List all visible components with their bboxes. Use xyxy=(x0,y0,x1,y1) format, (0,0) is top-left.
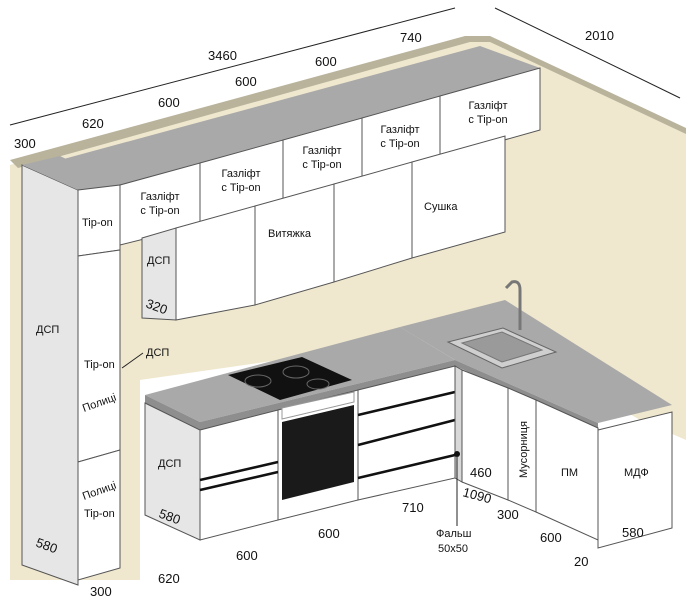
label-dishwasher: ПМ xyxy=(561,467,578,479)
dim-base-depth-left: 580 xyxy=(157,506,183,528)
label-trash: Мусорниця xyxy=(518,421,530,478)
label-dsp-upper: ДСП xyxy=(147,255,170,267)
corner-cabinet[interactable] xyxy=(461,369,509,501)
hob-burner-1 xyxy=(244,374,272,388)
dim-tall-depth-bottom: 580 xyxy=(34,535,60,557)
drawer-handle-2[interactable] xyxy=(199,470,279,492)
dim-base-w2: 600 xyxy=(318,526,340,541)
label-mdf: МДФ xyxy=(624,467,649,479)
dim-base-w1: 600 xyxy=(236,548,258,563)
cooktop[interactable] xyxy=(228,357,352,400)
dim-upper-shallow-depth: 320 xyxy=(144,296,170,318)
label-false-panel: Фальш xyxy=(436,528,472,540)
countertop-front-edge xyxy=(200,360,455,430)
dim-upper-w2: 600 xyxy=(158,95,180,110)
upper-cabinets-top xyxy=(60,46,540,185)
label-tipon-mid: Tip-on xyxy=(84,359,115,371)
dsp-note-leader xyxy=(121,352,144,369)
oven[interactable] xyxy=(282,405,354,500)
dim-right-depth: 580 xyxy=(622,525,644,540)
dim-wall-right: 2010 xyxy=(585,28,614,43)
label-dryer: Сушка xyxy=(424,201,458,213)
dim-top-right: 740 xyxy=(400,30,422,45)
drawer-handle-1[interactable] xyxy=(199,460,279,482)
dim-base-w3: 710 xyxy=(402,500,424,515)
false-panel xyxy=(454,365,463,483)
tall-cabinet-front-mid[interactable] xyxy=(77,249,121,463)
upper-cabinet-front-5[interactable] xyxy=(439,67,541,159)
tall-cabinet-front-low[interactable] xyxy=(77,449,121,581)
label-dsp-note: ДСП xyxy=(146,347,169,359)
dim-tall-depth-top: 300 xyxy=(14,136,36,151)
drawer-handle-5[interactable] xyxy=(357,453,456,480)
hob-burner-3 xyxy=(306,378,330,390)
label-dsp-base: ДСП xyxy=(158,458,181,470)
label-tipon-low: Tip-on xyxy=(84,508,115,520)
countertop-corner xyxy=(400,300,672,423)
hob-burner-2 xyxy=(282,365,310,379)
false-panel-marker xyxy=(454,451,460,457)
dryer-cabinet[interactable] xyxy=(411,135,506,259)
dim-upper-w1: 620 xyxy=(82,116,104,131)
label-tipon-top: Tip-on xyxy=(82,217,113,229)
dim-trash-w: 300 xyxy=(497,507,519,522)
mdf-end-panel xyxy=(597,411,673,549)
dim-corner-depth: 460 xyxy=(470,465,492,480)
dimension-lines xyxy=(9,7,681,126)
label-false-panel-size: 50x50 xyxy=(438,543,468,555)
label-hood: Витяжка xyxy=(268,228,312,240)
sink-basin xyxy=(460,331,544,363)
faucet xyxy=(504,280,522,330)
dim-upper-w4: 600 xyxy=(315,54,337,69)
tall-cabinet-side xyxy=(21,164,79,586)
dim-tall-width-bottom: 300 xyxy=(90,584,112,599)
oven-panel xyxy=(281,391,355,420)
dim-dw-w: 600 xyxy=(540,530,562,545)
countertop-left-edge xyxy=(145,395,200,430)
drawer-handle-4[interactable] xyxy=(357,418,456,447)
drawer-handle-3[interactable] xyxy=(357,390,456,417)
dim-corner-len: 1090 xyxy=(461,484,493,506)
dim-top-total: 3460 xyxy=(208,48,237,63)
dim-upper-w3: 600 xyxy=(235,74,257,89)
dim-end-panel: 20 xyxy=(574,554,588,569)
label-dsp-tall: ДСП xyxy=(36,324,59,336)
dim-base-left-width: 620 xyxy=(158,571,180,586)
tall-cabinet-top xyxy=(22,156,120,190)
